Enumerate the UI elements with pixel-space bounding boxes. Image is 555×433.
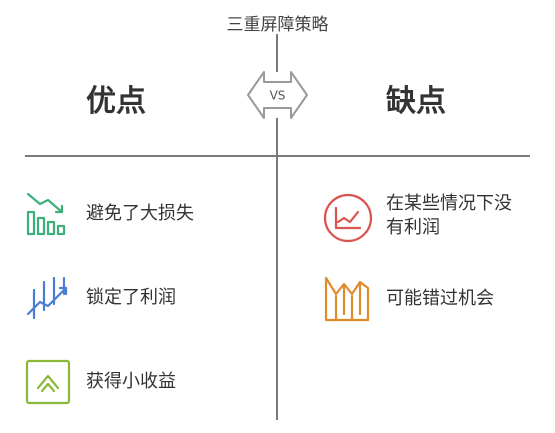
cons-heading: 缺点 [386,84,446,119]
pros-item-2-label: 锁定了利润 [86,287,176,308]
pros-item-1-label: 避免了大损失 [86,203,194,224]
page-title: 三重屏障策略 [226,15,329,35]
falling-bar-chart-icon [26,192,66,236]
rising-trend-icon [26,276,68,320]
vs-double-arrow-icon: VS [247,71,308,119]
cons-item-2: 可能错过机会 [322,274,542,326]
vs-label: VS [270,89,286,103]
cons-item-1-label-line1: 在某些情况下没 [386,193,512,214]
broken-bars-icon [324,276,370,322]
pros-item-1: 避免了大损失 [24,190,264,238]
chevron-up-icon [25,359,71,405]
cons-item-1-label-line2: 有利润 [386,217,440,238]
pros-item-3: 获得小收益 [24,358,264,406]
pros-item-3-label: 获得小收益 [86,371,176,392]
cons-item-1: 在某些情况下没 有利润 [322,190,542,246]
pros-item-2: 锁定了利润 [24,274,264,322]
pros-heading: 优点 [86,84,146,119]
line-chart-circle-icon [323,193,373,243]
cons-item-2-label: 可能错过机会 [386,288,494,309]
